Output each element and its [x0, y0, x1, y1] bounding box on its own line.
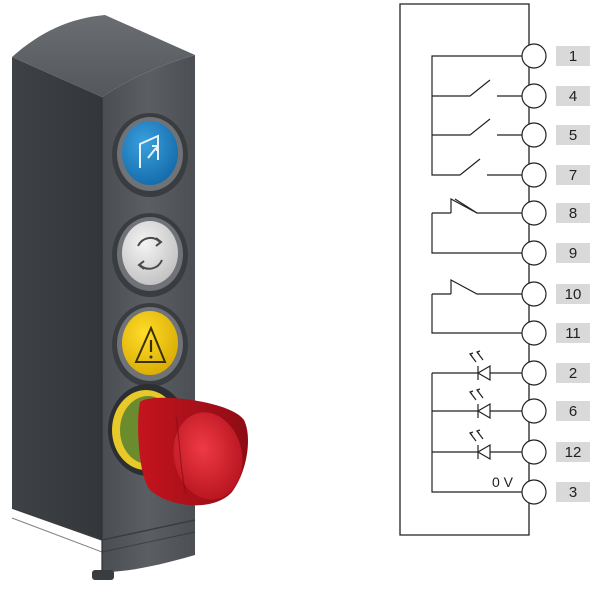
terminal-number: 12 — [565, 444, 582, 461]
terminal-label-bg — [556, 442, 590, 462]
terminal-1: 1 — [521, 43, 590, 69]
terminal-circle — [521, 439, 547, 465]
control-station — [11, 15, 250, 580]
terminal-label-bg — [556, 86, 590, 106]
terminal-label-bg — [556, 323, 590, 343]
terminal-circle — [521, 162, 547, 188]
terminal-3: 3 — [521, 479, 590, 505]
terminal-4: 4 — [521, 83, 590, 109]
manual-reset-icon — [139, 134, 159, 168]
terminal-2: 2 — [521, 360, 590, 386]
warning-triangle-icon — [134, 325, 167, 363]
terminal-10: 10 — [521, 281, 590, 307]
terminal-block: 1 4 5 7 8 9 10 11 2 6 12 3 — [521, 43, 590, 505]
terminal-number: 4 — [569, 88, 577, 105]
terminal-label-bg — [556, 203, 590, 223]
terminal-circle — [521, 281, 547, 307]
terminal-label-bg — [556, 482, 590, 502]
terminal-label-bg — [556, 243, 590, 263]
terminal-number: 1 — [569, 48, 577, 65]
terminal-circle — [521, 320, 547, 346]
terminal-number: 7 — [569, 167, 577, 184]
terminal-number: 2 — [569, 365, 577, 382]
terminal-circle — [521, 200, 547, 226]
blue-button[interactable] — [112, 113, 188, 197]
terminal-circle — [521, 83, 547, 109]
terminal-circle — [521, 43, 547, 69]
terminal-number: 9 — [569, 245, 577, 262]
terminal-6: 6 — [521, 398, 590, 424]
led-indicators — [431, 350, 529, 493]
housing-top — [12, 15, 195, 97]
terminal-number: 11 — [565, 325, 581, 342]
housing-side — [12, 57, 102, 540]
terminal-circle — [521, 360, 547, 386]
terminal-circle — [521, 479, 547, 505]
terminal-12: 12 — [521, 439, 590, 465]
emergency-stop-button[interactable] — [108, 384, 250, 506]
zero-volt-label: 0 V — [492, 474, 514, 490]
wiring-diagram: 0 V 1 4 5 7 8 9 10 11 2 6 12 3 — [399, 3, 590, 536]
terminal-label-bg — [556, 363, 590, 383]
terminal-11: 11 — [521, 320, 590, 346]
terminal-number: 6 — [569, 403, 577, 420]
terminal-label-bg — [556, 165, 590, 185]
terminal-label-bg — [556, 125, 590, 145]
yellow-button[interactable] — [112, 303, 188, 387]
terminal-circle — [521, 122, 547, 148]
switch-contacts — [431, 55, 529, 334]
terminal-5: 5 — [521, 122, 590, 148]
terminal-label-bg — [556, 46, 590, 66]
white-button[interactable] — [112, 213, 188, 297]
terminal-8: 8 — [521, 200, 590, 226]
terminal-9: 9 — [521, 240, 590, 266]
rotation-arrows-icon — [137, 236, 163, 270]
terminal-label-bg — [556, 401, 590, 421]
terminal-number: 10 — [565, 286, 582, 303]
terminal-label-bg — [556, 284, 590, 304]
terminal-number: 8 — [569, 205, 577, 222]
terminal-number: 5 — [569, 127, 577, 144]
terminal-circle — [521, 398, 547, 424]
terminal-number: 3 — [569, 484, 577, 501]
terminal-7: 7 — [521, 162, 590, 188]
enclosure-outline — [399, 3, 530, 536]
terminal-circle — [521, 240, 547, 266]
